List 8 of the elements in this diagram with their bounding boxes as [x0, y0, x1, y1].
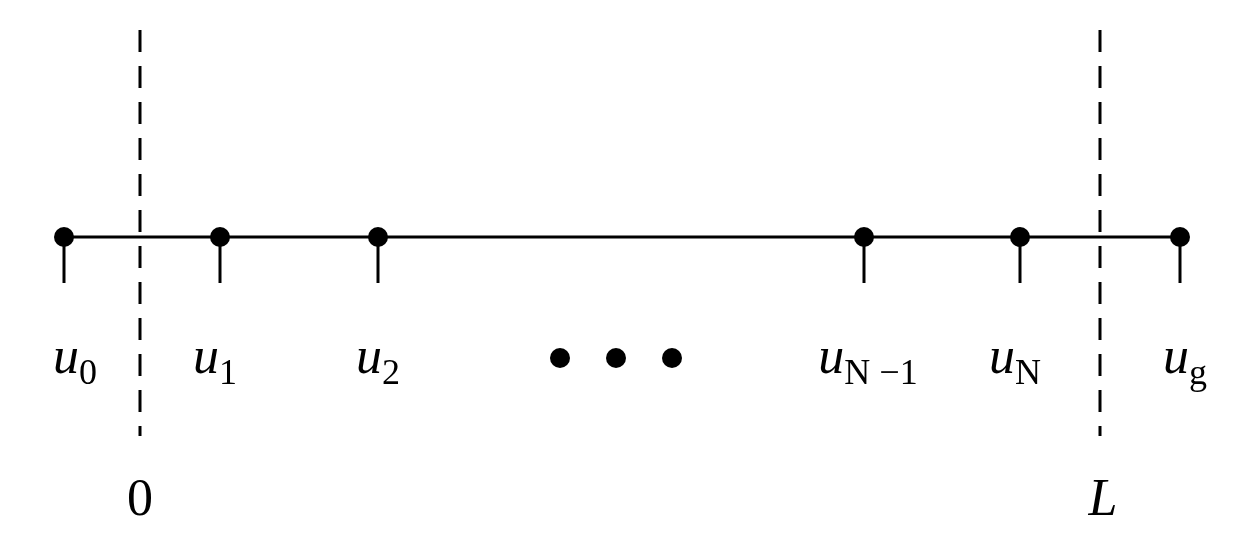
variable-label: u$_{N}$ [989, 330, 1041, 390]
variable-label: u$_{0}$ [53, 330, 97, 390]
variable-label: u$_{N −1}$ [818, 330, 918, 390]
axis-label: L [1088, 472, 1118, 524]
variable-label: u$_{2}$ [356, 330, 400, 390]
axis-label: 0 [127, 472, 153, 524]
variable-label: u$_{g}$ [1163, 330, 1207, 390]
variable-label: u$_{1}$ [193, 330, 237, 390]
